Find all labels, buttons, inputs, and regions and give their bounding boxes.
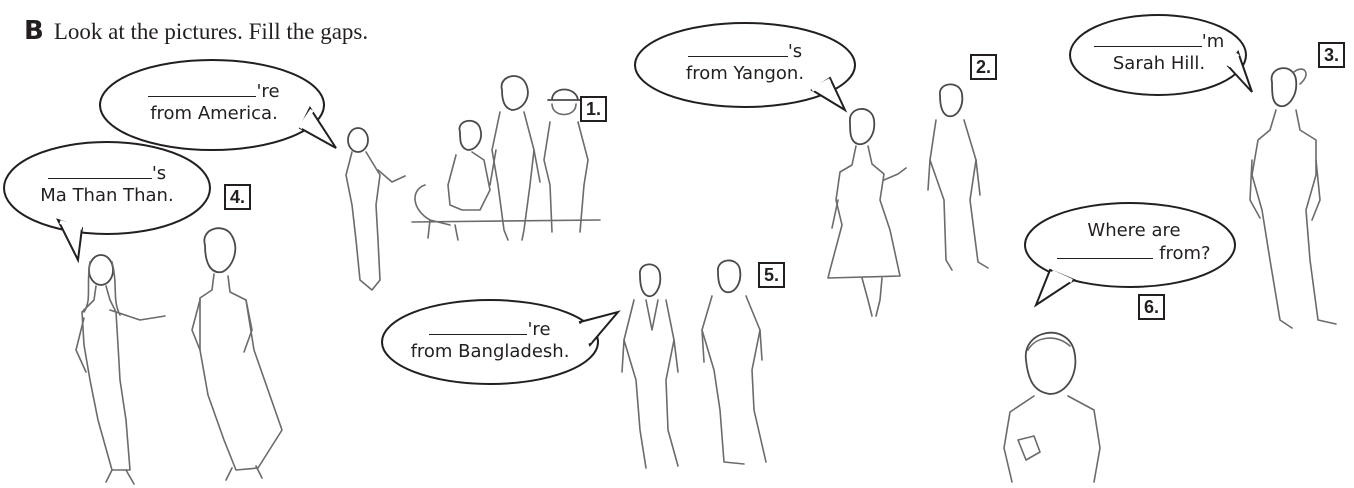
picture-number-5: 5.	[758, 262, 786, 288]
answer-gap-6[interactable]	[1057, 242, 1154, 259]
picture-number-6: 6.	[1138, 294, 1166, 320]
picture-number-4: 4.	[224, 184, 252, 210]
bubble-3-suffix: 'm	[1201, 31, 1225, 52]
bubble-5-text: 're from Bangladesh.	[390, 318, 590, 363]
bubble-6-text: Where are from?	[1034, 220, 1234, 265]
picture-number-1: 1.	[580, 96, 608, 122]
sketch-two-women	[75, 227, 283, 485]
bubble-4-suffix: 's	[151, 163, 167, 184]
answer-gap-3[interactable]	[1093, 30, 1202, 47]
speech-bubble-5	[381, 299, 621, 385]
bubble-6-line1: Where are	[1087, 220, 1181, 241]
speech-bubble-4	[3, 141, 211, 264]
answer-gap-4[interactable]	[47, 162, 152, 179]
sketch-two-men	[621, 259, 767, 469]
speech-bubble-1	[99, 59, 337, 151]
bubble-3-text: 'm Sarah Hill.	[1084, 30, 1234, 75]
answer-gap-2[interactable]	[687, 40, 788, 57]
bubble-1-suffix: 're	[256, 81, 280, 102]
sketch-woman-man	[827, 83, 989, 317]
bubble-3-line2: Sarah Hill.	[1112, 53, 1206, 74]
bubble-5-line2: from Bangladesh.	[410, 341, 570, 362]
speech-bubble-6	[1024, 202, 1236, 308]
speech-bubble-3	[1069, 14, 1253, 96]
picture-number-3: 3.	[1318, 42, 1346, 68]
bubble-5-suffix: 're	[527, 319, 551, 340]
sketch-woman-ponytail	[1249, 67, 1337, 329]
answer-gap-1[interactable]	[148, 80, 257, 97]
answer-gap-5[interactable]	[429, 318, 528, 335]
exercise-instruction: Look at the pictures. Fill the gaps.	[53, 19, 369, 44]
bubble-1-text: 're from America.	[124, 80, 304, 125]
bubble-2-text: 's from Yangon.	[660, 40, 830, 85]
exercise-heading: B Look at the pictures. Fill the gaps.	[24, 16, 368, 46]
bubble-4-text: 's Ma Than Than.	[14, 162, 200, 207]
bubble-4-line2: Ma Than Than.	[40, 185, 174, 206]
bubble-2-suffix: 's	[787, 41, 803, 62]
sketch-group-friends	[345, 75, 601, 291]
exercise-letter: B	[24, 16, 44, 46]
bubble-6-suffix: from?	[1159, 243, 1211, 264]
bubble-2-line2: from Yangon.	[685, 63, 805, 84]
sketch-boy	[1003, 331, 1101, 483]
picture-number-2: 2.	[970, 54, 998, 80]
bubble-1-line2: from America.	[150, 103, 278, 124]
speech-bubble-2	[634, 22, 856, 113]
